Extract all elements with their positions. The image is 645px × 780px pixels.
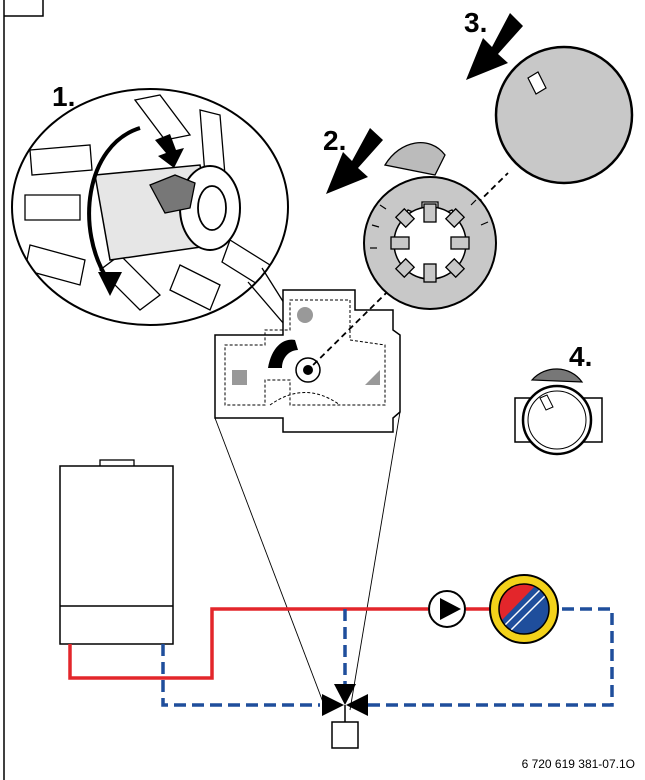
pump-icon	[428, 590, 466, 628]
mixing-valve-icon	[322, 684, 368, 749]
valve-body	[214, 289, 401, 433]
knob	[494, 45, 634, 185]
return-pipe	[161, 607, 614, 707]
step-4-label: 4.	[569, 341, 592, 372]
step-2-arrow-icon	[326, 128, 383, 194]
step-2-label: 2.	[323, 125, 346, 156]
boiler-icon	[59, 459, 174, 645]
press-arrow-icon	[155, 134, 184, 168]
heat-exchanger-icon	[489, 574, 559, 644]
step-3-arrow-icon	[466, 13, 523, 80]
zoom-lines	[214, 411, 401, 711]
step-1-label: 1.	[52, 81, 75, 112]
magnified-lens	[11, 88, 307, 346]
step-3-label: 3.	[464, 7, 487, 38]
document-code: 6 720 619 381-07.1O	[522, 757, 635, 771]
rotate-arrow-icon	[87, 126, 141, 296]
page-border	[3, 0, 44, 780]
gear-wheel	[363, 142, 497, 310]
flow-pipe	[68, 607, 490, 680]
assembled-valve	[514, 368, 603, 456]
